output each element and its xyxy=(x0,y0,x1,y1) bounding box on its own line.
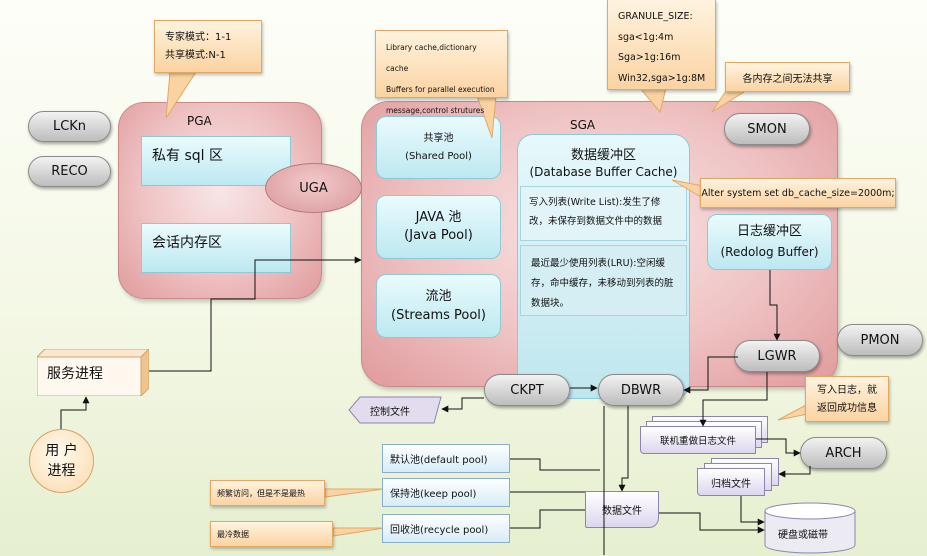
granule-line-3: Sga>1g:16m xyxy=(618,52,681,63)
write-list-text: 写入列表(Write List):发生了修改，未保存到数据文件中的数据 xyxy=(529,197,663,227)
shared-pool-note-callout: Library cache,dictionary cache Buffers f… xyxy=(375,30,508,115)
process-smon[interactable]: SMON xyxy=(724,113,810,145)
process-dbwr-label: DBWR xyxy=(620,382,662,398)
shared-pool-title: 共享池 xyxy=(423,132,454,144)
frequent-access-text: 频繁访问，但是不是最热 xyxy=(217,488,305,498)
buffer-cache-title: 数据缓冲区 (Database Buffer Cache) xyxy=(517,147,690,181)
shared-pool-note-2: Buffers for parallel execution xyxy=(386,85,495,94)
lru-list-text: 最近最少使用列表(LRU):空闲缓存，命中缓存，未移动到列表的脏数据块。 xyxy=(531,258,674,309)
default-pool[interactable]: 默认池(default pool) xyxy=(382,444,510,473)
write-log-callout: 写入日志，就 返回成功信息 xyxy=(805,376,889,422)
streams-pool-en: (Streams Pool) xyxy=(391,308,486,323)
user-process[interactable]: 用 户 进程 xyxy=(29,429,94,493)
disk-label: 硬盘或磁带 xyxy=(778,530,828,541)
control-file[interactable]: 控制文件 xyxy=(348,396,442,424)
disk-shape xyxy=(764,502,856,554)
archive-file[interactable]: 归档文件 xyxy=(697,468,765,496)
no-share-callout: 各内存之间无法共享 xyxy=(725,62,850,92)
java-pool-title: JAVA 池 xyxy=(415,210,462,225)
server-process[interactable]: 服务进程 xyxy=(37,349,149,396)
process-lgwr-label: LGWR xyxy=(757,348,797,364)
shared-pool-note-3: message,control strutures xyxy=(386,106,485,115)
sga-title: SGA xyxy=(570,118,596,132)
java-pool: JAVA 池 (Java Pool) xyxy=(376,195,501,259)
alter-text: Alter system set db_cache_size=2000m; xyxy=(701,187,895,199)
pga-mode-shared: 共享模式:N-1 xyxy=(165,50,226,61)
write-log-line-1: 写入日志，就 xyxy=(817,385,877,396)
write-log-line-2: 返回成功信息 xyxy=(817,403,877,414)
streams-pool: 流池 (Streams Pool) xyxy=(376,274,501,338)
write-list-box: 写入列表(Write List):发生了修改，未保存到数据文件中的数据 xyxy=(520,186,687,241)
private-sql-label: 私有 sql 区 xyxy=(152,148,223,164)
process-pmon-label: PMON xyxy=(860,332,900,348)
disk-or-tape[interactable]: 硬盘或磁带 xyxy=(764,502,856,554)
process-dbwr[interactable]: DBWR xyxy=(598,374,684,406)
buffer-cache-title-en: (Database Buffer Cache) xyxy=(529,165,678,179)
data-file-label: 数据文件 xyxy=(602,506,642,517)
no-share-text: 各内存之间无法共享 xyxy=(742,73,833,85)
lru-list-box: 最近最少使用列表(LRU):空闲缓存，命中缓存，未移动到列表的脏数据块。 xyxy=(520,245,687,316)
default-pool-label: 默认池(default pool) xyxy=(390,455,488,466)
process-lckn-label: LCKn xyxy=(52,119,87,134)
redolog-buffer-en: (Redolog Buffer) xyxy=(720,245,819,259)
coldest-callout: 最冷数据 xyxy=(210,521,333,547)
pga-title: PGA xyxy=(187,114,212,128)
coldest-text: 最冷数据 xyxy=(217,529,249,539)
archive-file-label: 归档文件 xyxy=(711,478,751,490)
server-process-label: 服务进程 xyxy=(47,366,103,382)
process-ckpt[interactable]: CKPT xyxy=(484,374,570,406)
alter-callout: Alter system set db_cache_size=2000m; xyxy=(700,178,896,208)
redolog-buffer: 日志缓冲区 (Redolog Buffer) xyxy=(707,214,832,270)
process-ckpt-label: CKPT xyxy=(510,382,544,398)
keep-pool[interactable]: 保持池(keep pool) xyxy=(382,478,510,507)
uga-ellipse: UGA xyxy=(265,163,362,213)
keep-pool-label: 保持池(keep pool) xyxy=(390,489,477,500)
uga-label: UGA xyxy=(299,180,328,196)
granule-line-2: sga<1g:4m xyxy=(618,31,674,43)
process-reco[interactable]: RECO xyxy=(28,156,111,187)
process-arch[interactable]: ARCH xyxy=(800,437,887,469)
process-smon-label: SMON xyxy=(747,121,787,137)
data-file[interactable]: 数据文件 xyxy=(585,491,659,528)
process-pmon[interactable]: PMON xyxy=(837,324,923,356)
granule-callout: GRANULE_SIZE: sga<1g:4m Sga>1g:16m Win32… xyxy=(607,0,716,90)
pga-modes-callout: 专家模式：1-1 共享模式:N-1 xyxy=(154,20,262,73)
private-sql-area: 私有 sql 区 xyxy=(141,136,291,186)
process-lckn[interactable]: LCKn xyxy=(28,111,111,142)
control-file-label: 控制文件 xyxy=(370,407,410,418)
server-process-shape xyxy=(37,349,149,396)
process-reco-label: RECO xyxy=(51,164,88,179)
streams-pool-title: 流池 xyxy=(425,289,452,304)
user-process-line-1: 用 户 xyxy=(45,443,78,459)
process-lgwr[interactable]: LGWR xyxy=(734,340,820,372)
online-redo-log-file[interactable]: 联机重做日志文件 xyxy=(640,426,756,454)
shared-pool-en: (Shared Pool) xyxy=(405,150,472,162)
frequent-access-callout: 频繁访问，但是不是最热 xyxy=(210,480,325,506)
online-redo-label: 联机重做日志文件 xyxy=(659,436,736,447)
java-pool-en: (Java Pool) xyxy=(404,228,473,243)
pga-mode-expert: 专家模式：1-1 xyxy=(165,32,232,43)
recycle-pool-label: 回收池(recycle pool) xyxy=(390,525,489,536)
redolog-buffer-title: 日志缓冲区 xyxy=(736,224,802,239)
shared-pool: 共享池 (Shared Pool) xyxy=(376,116,501,179)
recycle-pool[interactable]: 回收池(recycle pool) xyxy=(382,514,510,543)
buffer-cache-title-cn: 数据缓冲区 xyxy=(570,148,636,163)
process-arch-label: ARCH xyxy=(825,445,862,461)
shared-pool-note-1: Library cache,dictionary cache xyxy=(386,43,477,73)
session-memory-label: 会话内存区 xyxy=(152,235,222,251)
control-file-shape xyxy=(348,396,442,424)
granule-line-4: Win32,sga>1g:8M xyxy=(618,72,706,84)
granule-line-1: GRANULE_SIZE: xyxy=(618,11,693,22)
user-process-line-2: 进程 xyxy=(47,463,76,479)
